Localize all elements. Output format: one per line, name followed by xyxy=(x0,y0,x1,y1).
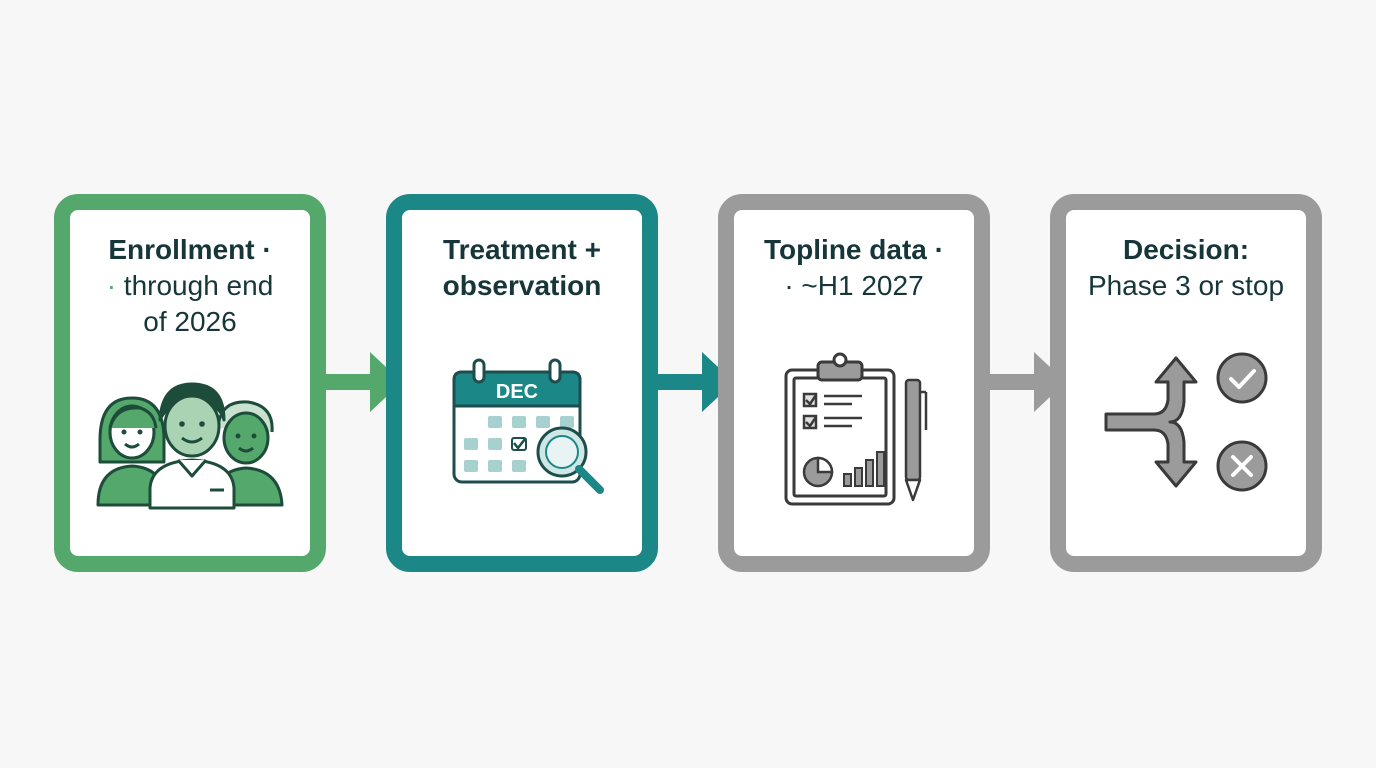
man-center-figure xyxy=(148,382,236,510)
pen xyxy=(904,378,928,502)
people-group-icon xyxy=(96,382,284,510)
step-topline-card: Topline data · · ~H1 2027 xyxy=(718,194,990,572)
arrow-right-icon xyxy=(974,352,1066,412)
bar-chart xyxy=(843,451,885,487)
pie-chart xyxy=(802,456,834,488)
step-enrollment-line2-text: through end xyxy=(116,270,274,301)
magnifier xyxy=(536,426,604,494)
checklist xyxy=(802,392,862,430)
bullet-dot: · xyxy=(106,270,117,301)
step-enrollment-line1: Enrollment · xyxy=(108,234,272,265)
step-enrollment-line2: · through end xyxy=(70,268,310,304)
calendar-search-icon: DEC xyxy=(452,358,604,494)
step-enrollment-card: Enrollment · · through end of 2026 xyxy=(54,194,326,572)
step-treatment-card: Treatment + observation DEC xyxy=(386,194,658,572)
arrow-right-icon xyxy=(310,352,402,412)
calendar-days xyxy=(464,416,574,472)
cross-icon xyxy=(1216,440,1268,492)
calendar-month-label: DEC xyxy=(496,381,538,403)
step-treatment-line1: Treatment + xyxy=(443,234,601,265)
step-decision-line2: Phase 3 or stop xyxy=(1087,270,1285,301)
step-topline-line1: Topline data · xyxy=(764,234,944,265)
step-decision-title: Decision: Phase 3 or stop xyxy=(1066,232,1306,304)
step-treatment-title: Treatment + observation xyxy=(402,232,642,304)
check-icon xyxy=(1216,352,1268,404)
step-decision-line1: Decision: xyxy=(1122,234,1250,265)
step-enrollment-line3: of 2026 xyxy=(143,306,237,337)
step-topline-line2: · ~H1 2027 xyxy=(784,270,924,301)
woman-figure xyxy=(96,396,168,507)
step-topline-title: Topline data · · ~H1 2027 xyxy=(734,232,974,304)
clipboard-report-icon xyxy=(784,352,928,506)
arrow-right-icon xyxy=(642,352,734,412)
calendar-check-mark xyxy=(513,438,526,451)
step-enrollment-title: Enrollment · · through end of 2026 xyxy=(70,232,310,340)
step-decision-card: Decision: Phase 3 or stop xyxy=(1050,194,1322,572)
step-treatment-line2: observation xyxy=(442,270,602,301)
fork-arrows xyxy=(1104,356,1198,488)
decision-fork-icon xyxy=(1104,352,1268,492)
